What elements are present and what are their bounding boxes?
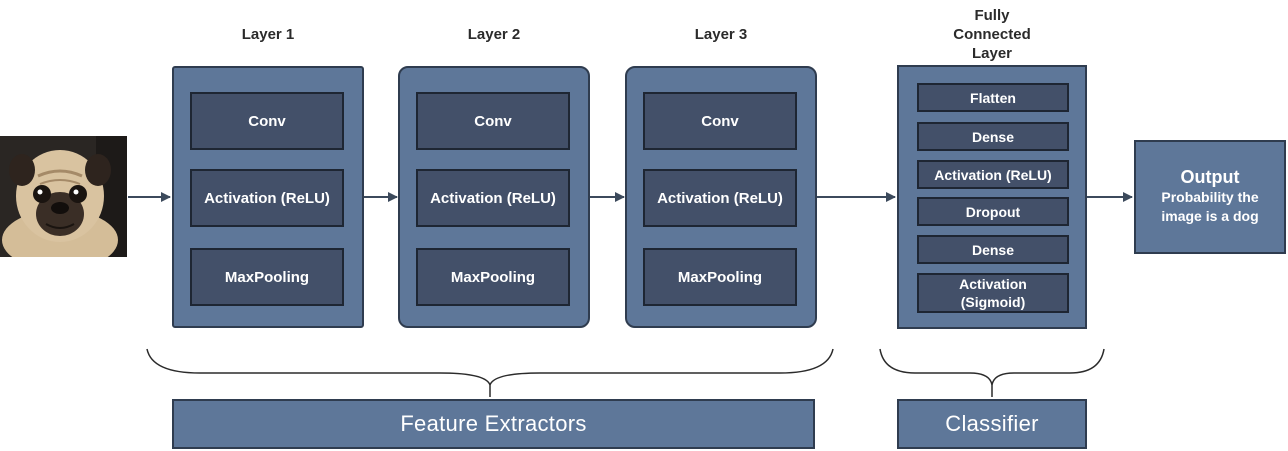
dropout-block: Dropout: [917, 197, 1069, 226]
input-pug-image: [0, 136, 127, 257]
fc-title-line: Connected: [953, 26, 1031, 43]
fc-title-line: Layer: [971, 45, 1013, 62]
output-description-line: image is a dog: [1161, 208, 1259, 224]
feature-extractors-label: Feature Extractors: [172, 399, 815, 449]
maxpooling-block: MaxPooling: [416, 248, 570, 306]
conv-block: Conv: [643, 92, 797, 150]
activation-relu-block: Activation (ReLU): [643, 169, 797, 227]
layer-3-box: Conv Activation (ReLU) MaxPooling: [625, 66, 817, 328]
output-description-line: Probability the: [1161, 189, 1259, 205]
fc-title-line: Fully: [974, 7, 1010, 24]
maxpooling-block: MaxPooling: [643, 248, 797, 306]
output-title: Output: [1180, 167, 1240, 187]
flatten-block: Flatten: [917, 83, 1069, 112]
curly-brace-icon: [146, 348, 834, 397]
layer-1-title: Layer 1: [241, 26, 295, 43]
activation-relu-block: Activation (ReLU): [416, 169, 570, 227]
classifier-label: Classifier: [897, 399, 1087, 449]
dense-block: Dense: [917, 122, 1069, 151]
maxpooling-block: MaxPooling: [190, 248, 344, 306]
activation-sigmoid-block: Activation (Sigmoid): [917, 273, 1069, 313]
fully-connected-title: Fully Connected Layer: [942, 6, 1042, 63]
curly-brace-icon: [879, 348, 1105, 397]
layer-2-box: Conv Activation (ReLU) MaxPooling: [398, 66, 590, 328]
dense-block: Dense: [917, 235, 1069, 264]
activation-relu-block: Activation (ReLU): [190, 169, 344, 227]
layer-2-title: Layer 2: [467, 26, 521, 43]
fully-connected-box: Flatten Dense Activation (ReLU) Dropout …: [897, 65, 1087, 329]
output-box: Output Probability the image is a dog: [1134, 140, 1286, 254]
activation-relu-block: Activation (ReLU): [917, 160, 1069, 189]
layer-1-box: Conv Activation (ReLU) MaxPooling: [172, 66, 364, 328]
conv-block: Conv: [190, 92, 344, 150]
conv-block: Conv: [416, 92, 570, 150]
layer-3-title: Layer 3: [694, 26, 748, 43]
